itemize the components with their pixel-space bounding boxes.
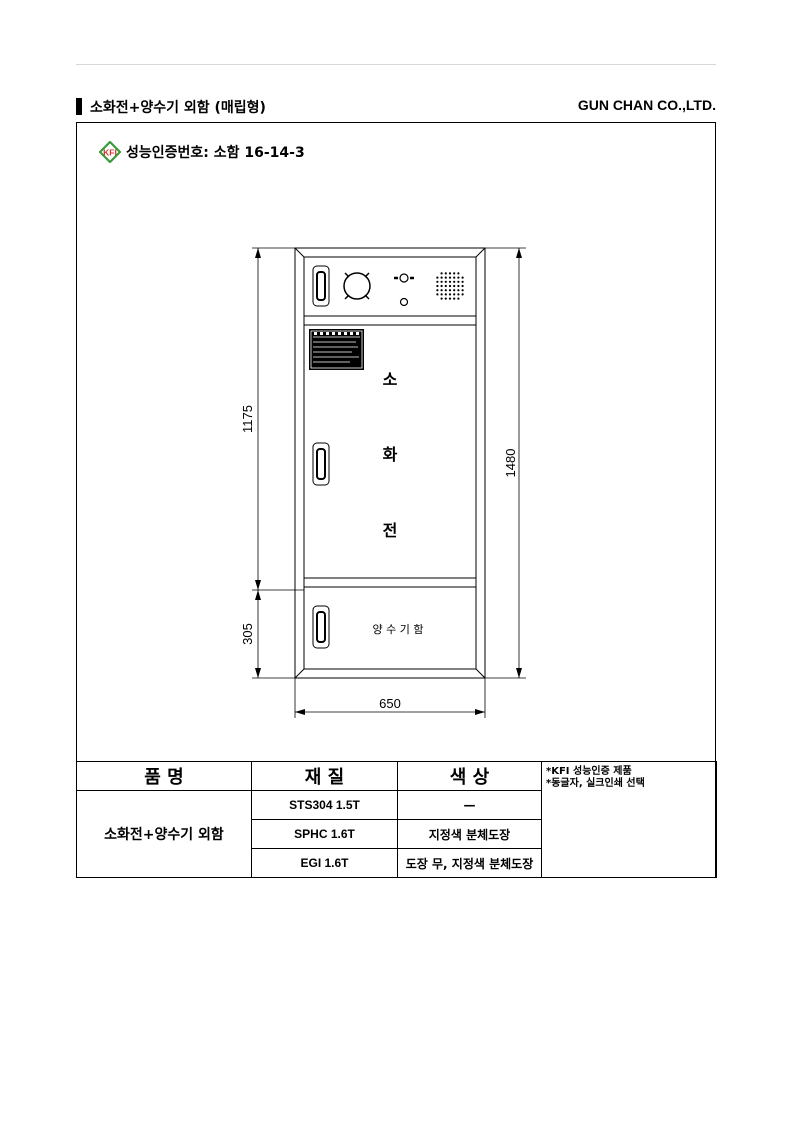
spec-table: 품 명 재 질 색 상 *KFI 성능인증 제품 *동글자, 실크인쇄 선택 소… [76,761,717,878]
header-material: 재 질 [251,761,398,791]
company-name: GUN CHAN CO.,LTD. [577,97,716,113]
instruction-plate [309,329,364,370]
dim-total-height: 1480 [503,449,518,478]
color-cell: — [397,790,542,820]
spec-notes: *KFI 성능인증 제품 *동글자, 실크인쇄 선택 [541,761,717,878]
middle-handle [312,442,330,486]
lower-handle [312,605,330,649]
body-char-so: 소 [383,370,398,389]
lower-panel-divider [303,577,477,588]
table-row: 소화전+양수기 외함 STS304 1.5T — [76,790,717,878]
certification-number: 성능인증번호: 소함 16-14-3 [126,145,305,161]
dim-lower-height: 305 [240,623,255,645]
title-bar: 소화전+양수기 외함 (매립형) GUN CHAN CO.,LTD. [76,96,716,118]
header-color: 색 상 [397,761,542,791]
title-marker [76,98,82,115]
pump-box-label: 양 수 기 함 [373,623,424,636]
indicator-lamp-icon [394,273,414,307]
top-panel-divider [303,315,477,326]
color-cell: 도장 무, 지정색 분체도장 [397,848,542,878]
cabinet-outer-frame [294,247,486,679]
note-kfi: *KFI 성능인증 제품 [546,766,632,777]
table-row: SPHC 1.6T 지정색 분체도장 [77,819,717,849]
table-row: EGI 1.6T 도장 무, 지정색 분체도장 [77,848,717,878]
color-cell: 지정색 분체도장 [397,819,542,849]
material-cell: SPHC 1.6T [251,819,398,849]
top-rule [76,64,716,65]
cabinet-drawing: 소 화 전 양 수 기 함 1175 305 1480 650 [240,247,526,718]
body-char-hwa: 화 [383,445,398,464]
note-lettering: *동글자, 실크인쇄 선택 [546,778,645,789]
header-product: 품 명 [76,761,252,791]
fire-bell-icon [343,272,371,300]
body-char-jeon: 전 [383,521,398,540]
product-name: 소화전+양수기 외함 [76,790,252,878]
kfi-logo-icon: KFI [99,141,121,163]
material-cell: STS304 1.5T [251,790,398,820]
document-title: 소화전+양수기 외함 (매립형) [90,100,266,116]
drawing-sheet: KFI 성능인증번호: 소함 16-14-3 [76,122,716,878]
speaker-grille-icon [436,272,464,300]
material-cell: EGI 1.6T [251,848,398,878]
svg-text:KFI: KFI [103,148,117,158]
cabinet-inner-frame [303,256,477,670]
spec-header-row: 품 명 재 질 색 상 *KFI 성능인증 제품 *동글자, 실크인쇄 선택 [76,761,717,878]
dim-upper-height: 1175 [240,405,255,433]
dim-width: 650 [379,696,401,711]
top-handle [312,265,330,307]
